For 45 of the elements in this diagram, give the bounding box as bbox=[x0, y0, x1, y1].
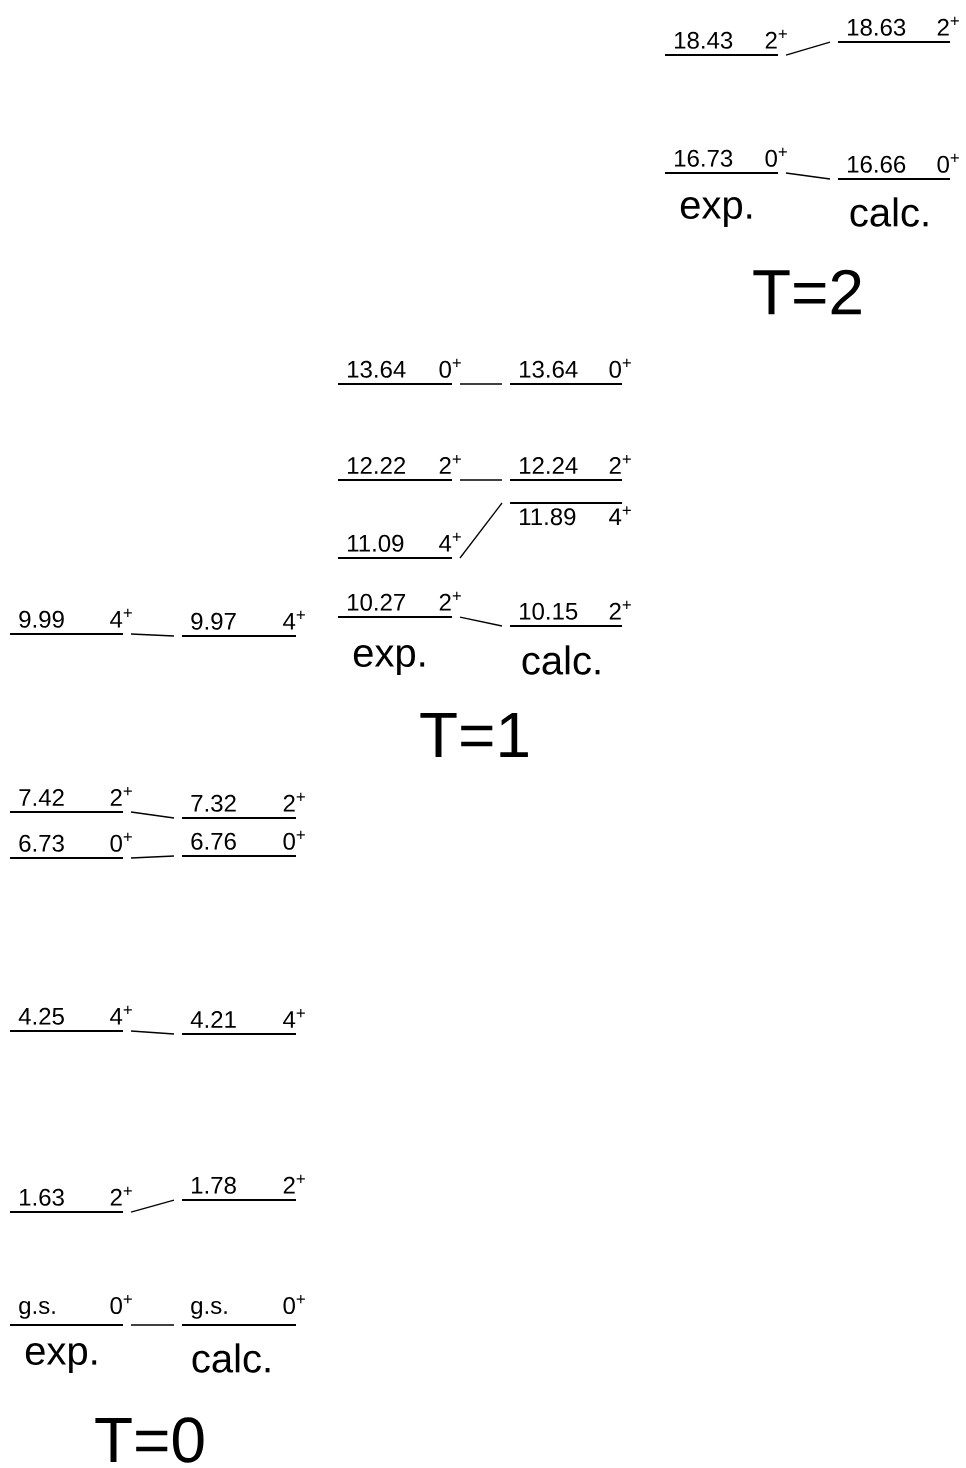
energy-level: 4.21 4$^{+}$ bbox=[181, 1009, 305, 1035]
panel-label: exp. bbox=[25, 1343, 97, 1373]
isospin-label: T=2 bbox=[753, 269, 861, 315]
connector-line bbox=[130, 633, 175, 637]
energy-level: 1.63 2$^{+}$ bbox=[9, 1186, 132, 1213]
energy-level: 10.15 2$^{+}$ bbox=[509, 600, 631, 627]
energy-level: 18.43 2$^{+}$ bbox=[664, 29, 787, 56]
connector-line bbox=[130, 1199, 175, 1213]
energy-level: 7.42 2$^{+}$ bbox=[9, 787, 132, 813]
energy-level: g.s. 0$^{+}$ bbox=[9, 1295, 132, 1326]
energy-level: 1.78 2$^{+}$ bbox=[181, 1174, 305, 1201]
connector-line bbox=[459, 383, 503, 385]
panel-label: exp. bbox=[680, 197, 752, 227]
energy-level: 6.76 0$^{+}$ bbox=[181, 830, 305, 857]
energy-level: 12.24 2$^{+}$ bbox=[509, 455, 631, 481]
connector-line bbox=[459, 479, 503, 481]
energy-level: 9.99 4$^{+}$ bbox=[9, 608, 132, 635]
energy-level: 18.63 2$^{+}$ bbox=[837, 16, 959, 43]
isospin-label: T=1 bbox=[420, 713, 528, 758]
panel-label: exp. bbox=[353, 645, 425, 675]
connector-line bbox=[459, 616, 503, 627]
energy-level: 16.66 0$^{+}$ bbox=[837, 153, 959, 180]
energy-level: g.s. 0$^{+}$ bbox=[181, 1295, 305, 1326]
connector-line bbox=[785, 172, 831, 180]
connector-line bbox=[785, 41, 831, 56]
connector-line bbox=[459, 502, 503, 559]
panel-label: calc. bbox=[522, 645, 600, 675]
isospin-label: T=0 bbox=[95, 1417, 204, 1463]
energy-level: 11.09 4$^{+}$ bbox=[337, 532, 461, 559]
energy-level: 13.64 0$^{+}$ bbox=[337, 358, 461, 385]
panel-label: calc. bbox=[850, 197, 928, 227]
energy-level: 13.64 0$^{+}$ bbox=[509, 358, 631, 385]
connector-line bbox=[130, 811, 175, 819]
energy-level: 6.73 0$^{+}$ bbox=[9, 832, 132, 859]
connector-line bbox=[130, 1030, 175, 1035]
energy-level: 10.27 2$^{+}$ bbox=[337, 591, 461, 618]
connector-line bbox=[130, 855, 175, 859]
energy-level: 9.97 4$^{+}$ bbox=[181, 610, 305, 637]
panel-label: calc. bbox=[192, 1343, 270, 1373]
connector-line bbox=[130, 1324, 175, 1326]
energy-level: 12.22 2$^{+}$ bbox=[337, 455, 461, 481]
energy-level: 11.89 4$^{+}$ bbox=[509, 502, 631, 526]
energy-level: 4.25 4$^{+}$ bbox=[9, 1005, 132, 1032]
energy-level: 7.32 2$^{+}$ bbox=[181, 792, 305, 819]
energy-level: 16.73 0$^{+}$ bbox=[664, 147, 787, 174]
